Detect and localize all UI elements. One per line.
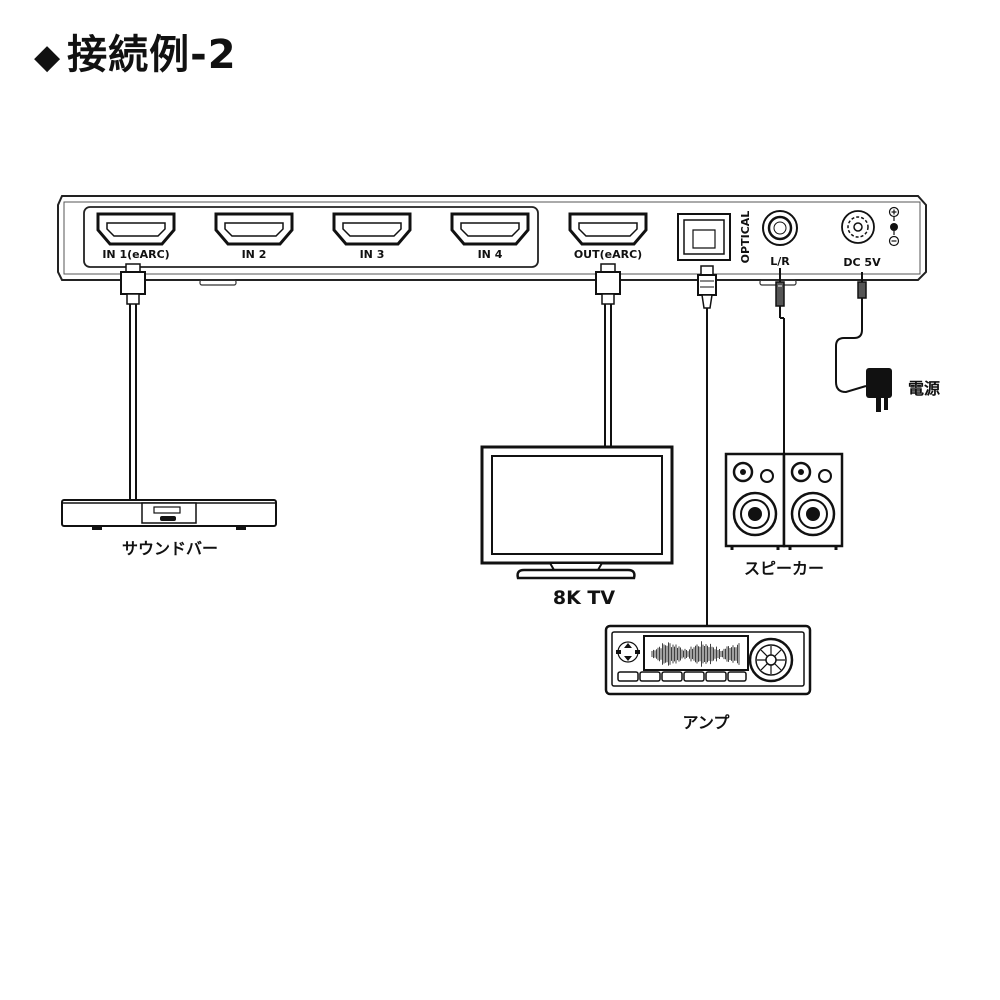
- dc-label: DC 5V: [843, 256, 881, 269]
- amp-label: アンプ: [683, 713, 731, 732]
- polarity-icon: [888, 206, 900, 247]
- speaker-right-icon: [782, 452, 844, 550]
- title-text: 接続例-2: [67, 32, 237, 78]
- input-group-frame: [83, 206, 539, 268]
- speaker-left-icon: [724, 452, 786, 550]
- optical-label: OPTICAL: [739, 211, 752, 264]
- hdmi-port-out[interactable]: [568, 212, 648, 246]
- hdmi-cable-tv: [595, 263, 621, 447]
- diamond-icon: ◆: [34, 37, 62, 77]
- port-label-in2: IN 2: [242, 248, 267, 261]
- optical-cable-amp: [697, 265, 717, 626]
- port-label-in1: IN 1(eARC): [102, 248, 169, 261]
- lr-label: L/R: [770, 255, 790, 268]
- power-adapter-icon: [866, 368, 892, 412]
- page-title: ◆接続例-2: [34, 22, 237, 80]
- amp-icon: [604, 624, 812, 696]
- hdmi-port-in1[interactable]: [96, 212, 176, 246]
- hdmi-port-in4[interactable]: [450, 212, 530, 246]
- hdmi-cable-soundbar: [120, 263, 146, 502]
- power-cable: [835, 272, 867, 394]
- audio-cable-speaker: [775, 268, 785, 455]
- optical-port[interactable]: [677, 213, 731, 261]
- dc-power-jack[interactable]: [841, 210, 875, 244]
- tv-icon: [480, 445, 674, 580]
- port-label-in3: IN 3: [360, 248, 385, 261]
- power-label: 電源: [908, 379, 940, 398]
- hdmi-port-in2[interactable]: [214, 212, 294, 246]
- soundbar-icon: [61, 499, 277, 530]
- soundbar-label: サウンドバー: [122, 539, 218, 558]
- port-label-out: OUT(eARC): [574, 248, 642, 261]
- port-label-in4: IN 4: [478, 248, 503, 261]
- tv-label: 8K TV: [553, 587, 616, 609]
- speaker-label: スピーカー: [744, 559, 824, 578]
- lr-audio-jack[interactable]: [762, 210, 798, 246]
- hdmi-port-in3[interactable]: [332, 212, 412, 246]
